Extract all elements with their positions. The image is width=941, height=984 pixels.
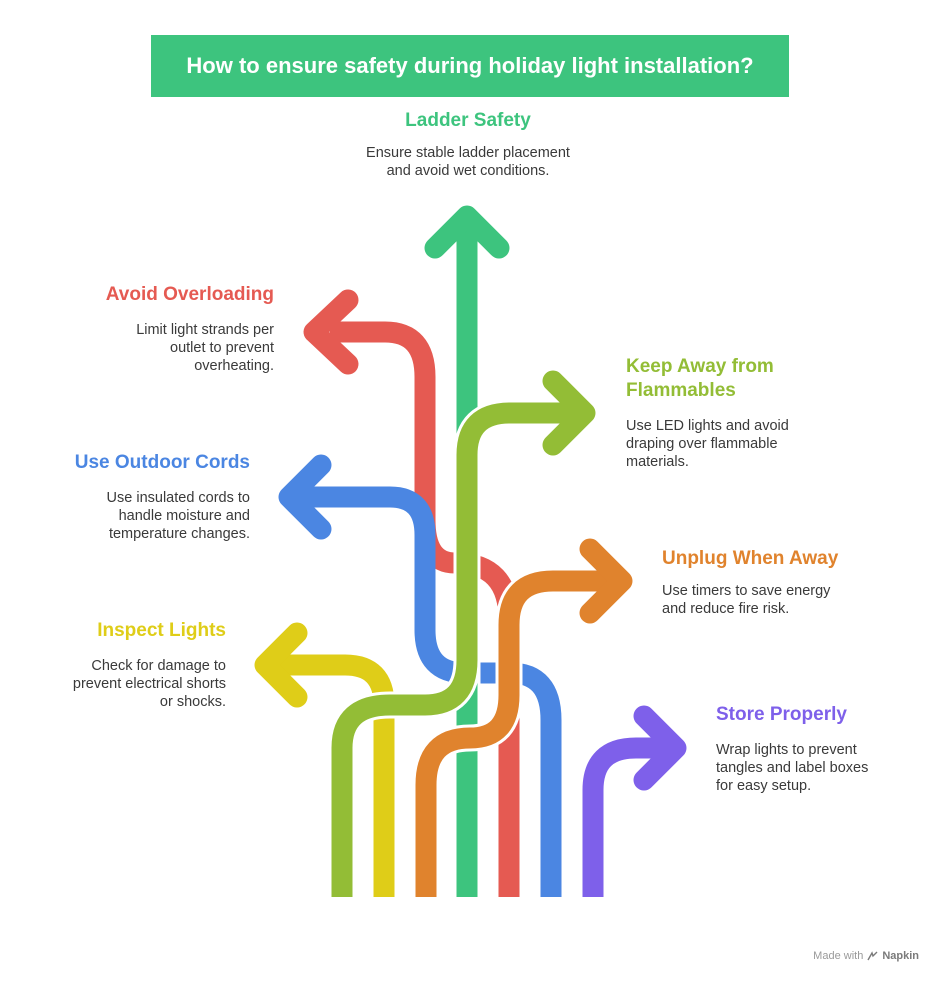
watermark-brand: Napkin — [882, 950, 919, 962]
arrowhead-overloading — [303, 289, 359, 375]
arrowhead-unplug — [579, 538, 633, 624]
arrowhead-inspect — [254, 622, 308, 708]
inspect-title: Inspect Lights — [97, 620, 226, 641]
flammables-title: Keep Away from Flammables — [626, 356, 774, 401]
arrow-outdoor-cords — [300, 486, 562, 897]
arrow-flammables — [331, 402, 575, 897]
ladder-title: Ladder Safety — [405, 110, 531, 131]
arrow-store — [582, 737, 665, 897]
overloading-title: Avoid Overloading — [105, 284, 274, 305]
inspect-desc: Check for damage to prevent electrical s… — [72, 658, 226, 710]
unplug-desc: Use timers to save energy and reduce fir… — [662, 583, 831, 617]
watermark: Made with Napkin — [813, 950, 919, 962]
ladder-desc: Ensure stable ladder placement and avoid… — [366, 145, 570, 179]
arrowhead-flammables — [542, 370, 596, 456]
napkin-logo-icon — [867, 950, 878, 960]
store-title: Store Properly — [716, 704, 847, 725]
arrowhead-ladder — [424, 205, 510, 259]
unplug-title: Unplug When Away — [662, 548, 839, 569]
arrowhead-store — [633, 705, 687, 791]
outdoor-cords-desc: Use insulated cords to handle moisture a… — [106, 490, 250, 542]
outdoor-cords-title: Use Outdoor Cords — [74, 452, 250, 473]
title-banner: How to ensure safety during holiday ligh… — [151, 35, 789, 97]
flammables-desc: Use LED lights and avoid draping over fl… — [626, 418, 789, 470]
store-desc: Wrap lights to prevent tangles and label… — [716, 742, 869, 794]
arrow-unplug — [415, 570, 612, 897]
watermark-prefix: Made with — [813, 950, 864, 962]
arrowhead-outdoor-cords — [278, 454, 332, 540]
page-title: How to ensure safety during holiday ligh… — [186, 53, 754, 78]
overloading-desc: Limit light strands per outlet to preven… — [136, 322, 274, 374]
